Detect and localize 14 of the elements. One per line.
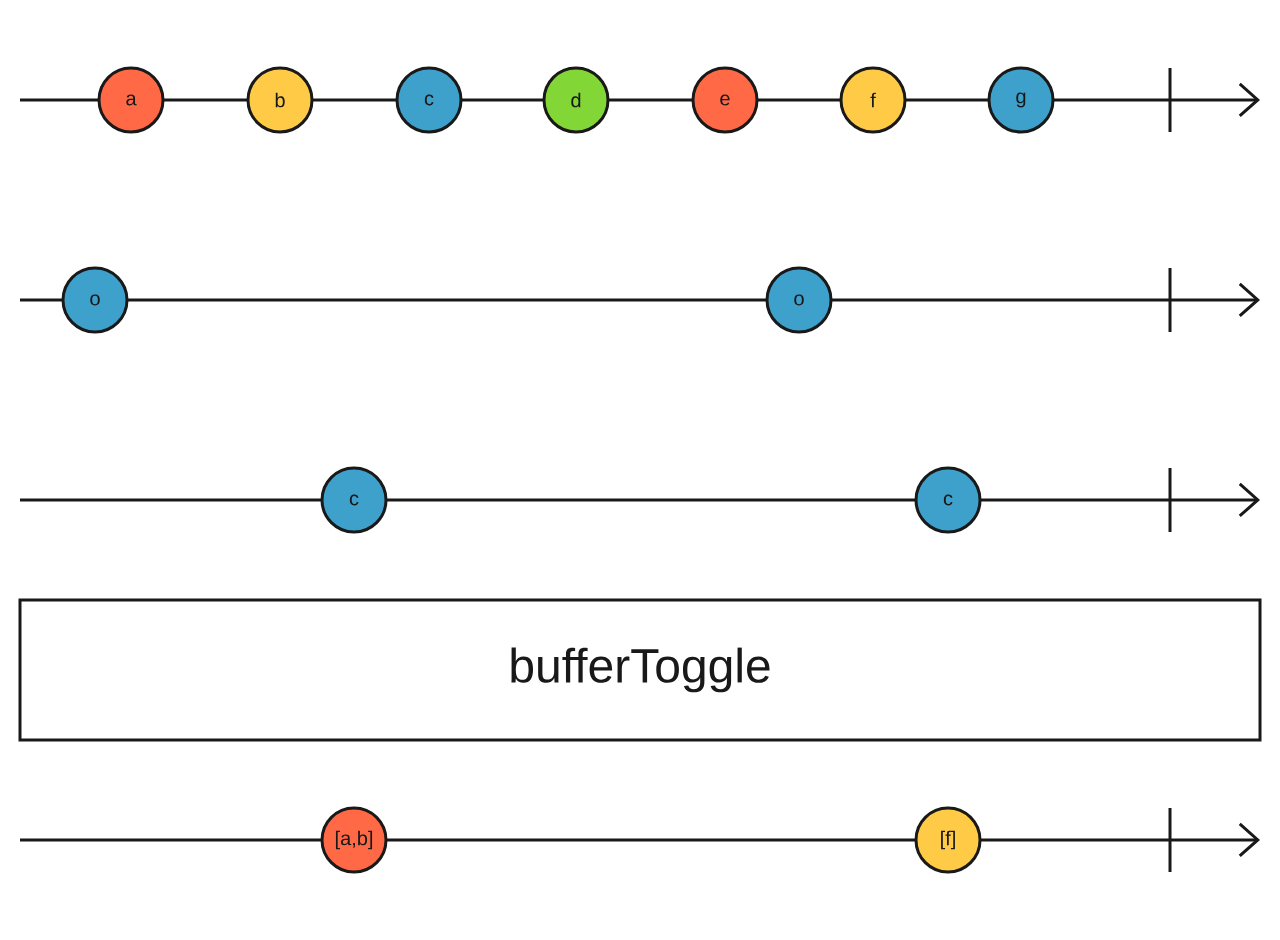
marble: c [914,466,982,534]
marble: a [97,66,165,134]
marble: c [395,66,463,134]
marble: b [246,66,314,134]
operator-box: bufferToggle [18,598,1262,742]
marble: f [839,66,907,134]
marble: d [542,66,610,134]
marble: o [61,266,129,334]
marble: [f] [914,806,982,874]
marble: o [765,266,833,334]
marble: e [691,66,759,134]
marble: g [987,66,1055,134]
marble: [a,b] [320,806,388,874]
marble: c [320,466,388,534]
